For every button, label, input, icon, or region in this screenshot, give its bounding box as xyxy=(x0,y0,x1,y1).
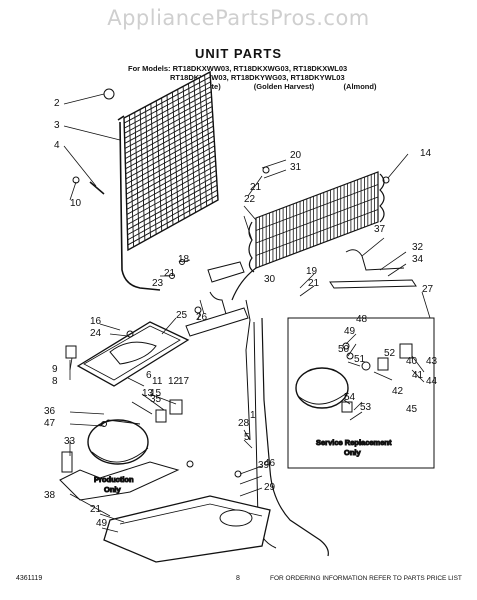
callout-49: 49 xyxy=(96,518,108,529)
callout-6: 6 xyxy=(146,370,152,381)
condenser-grid xyxy=(117,70,219,291)
callout-50: 50 xyxy=(338,344,350,355)
callout-42: 42 xyxy=(392,386,404,397)
callout-54: 54 xyxy=(344,392,356,403)
callout-45: 45 xyxy=(406,404,418,415)
callout-1: 1 xyxy=(250,410,256,421)
callout-20: 20 xyxy=(290,150,302,161)
callout-9: 9 xyxy=(52,364,58,375)
callout-21: 21 xyxy=(164,268,176,279)
callout-43: 43 xyxy=(426,356,438,367)
callout-17: 17 xyxy=(178,376,190,387)
callout-19: 19 xyxy=(306,266,318,277)
callout-22: 22 xyxy=(244,194,256,205)
callout-10: 10 xyxy=(70,198,82,209)
callout-12: 12 xyxy=(168,376,180,387)
production-only: Only xyxy=(104,485,121,494)
color-golden-harvest: (Golden Harvest) xyxy=(253,82,315,91)
callout-39: 39 xyxy=(258,460,270,471)
callout-51: 51 xyxy=(354,354,366,365)
callout-27: 27 xyxy=(422,284,434,295)
callout-37: 37 xyxy=(374,224,386,235)
callout-15: 15 xyxy=(150,388,162,399)
ordering-note: FOR ORDERING INFORMATION REFER TO PARTS … xyxy=(270,575,462,582)
compressor xyxy=(59,419,180,501)
callout-33: 33 xyxy=(64,436,76,447)
callout-29: 29 xyxy=(264,482,276,493)
diagram-title: UNIT PARTS xyxy=(194,46,283,61)
evaporator-coil xyxy=(231,171,385,301)
callout-21: 21 xyxy=(308,278,320,289)
callout-28: 28 xyxy=(238,418,250,429)
callout-49: 49 xyxy=(344,326,356,337)
callout-14: 14 xyxy=(420,148,432,159)
callout-18: 18 xyxy=(178,254,190,265)
doc-number: 4361119 xyxy=(16,575,43,582)
callout-36: 36 xyxy=(44,406,56,417)
callout-48: 48 xyxy=(356,314,368,325)
callout-11: 11 xyxy=(152,376,163,387)
callout-3: 3 xyxy=(54,120,60,131)
callout-44: 44 xyxy=(426,376,438,387)
model-line-2: RT18DKYWW03, RT18DKYWG03, RT18DKYWL03 xyxy=(170,73,345,82)
callout-8: 8 xyxy=(52,376,58,387)
capillary-tube xyxy=(261,317,329,557)
callout-53: 53 xyxy=(360,402,372,413)
watermark: AppliancePartsPros.com xyxy=(107,6,370,30)
callout-5: 5 xyxy=(244,432,250,443)
model-line-1: For Models: RT18DKXWW03, RT18DKXWG03, RT… xyxy=(128,64,348,73)
callout-34: 34 xyxy=(412,254,424,265)
service-replacement-box xyxy=(287,317,435,469)
page-number: 8 xyxy=(236,575,240,582)
callout-40: 40 xyxy=(406,356,418,367)
service-compressor xyxy=(295,367,353,413)
callout-52: 52 xyxy=(384,348,396,359)
callout-31: 31 xyxy=(290,162,302,173)
service-replacement-note: Service Replacement xyxy=(316,438,392,447)
callout-38: 38 xyxy=(44,490,56,501)
callout-47: 47 xyxy=(44,418,56,429)
production-note: Production xyxy=(94,475,134,484)
callout-41: 41 xyxy=(412,370,424,381)
base-plate xyxy=(103,495,271,563)
callout-26: 26 xyxy=(196,312,208,323)
callout-30: 30 xyxy=(264,274,276,285)
service-replacement-only: Only xyxy=(344,448,361,457)
callout-13: 13 xyxy=(142,388,154,399)
callout-25: 25 xyxy=(176,310,188,321)
heater-tube xyxy=(329,279,417,289)
color-almond: (Almond) xyxy=(343,82,377,91)
callout-46: 46 xyxy=(264,458,276,469)
callout-21: 21 xyxy=(90,504,102,515)
callout-32: 32 xyxy=(412,242,424,253)
drain-pan xyxy=(76,321,190,387)
callout-16: 16 xyxy=(90,316,102,327)
callout-21: 21 xyxy=(250,182,262,193)
callout-24: 24 xyxy=(90,328,102,339)
callout-2: 2 xyxy=(54,98,60,109)
callout-23: 23 xyxy=(152,278,164,289)
callout-35: 35 xyxy=(150,394,162,405)
callout-4: 4 xyxy=(54,140,60,151)
drier xyxy=(207,261,245,283)
leader-lines xyxy=(63,93,431,533)
